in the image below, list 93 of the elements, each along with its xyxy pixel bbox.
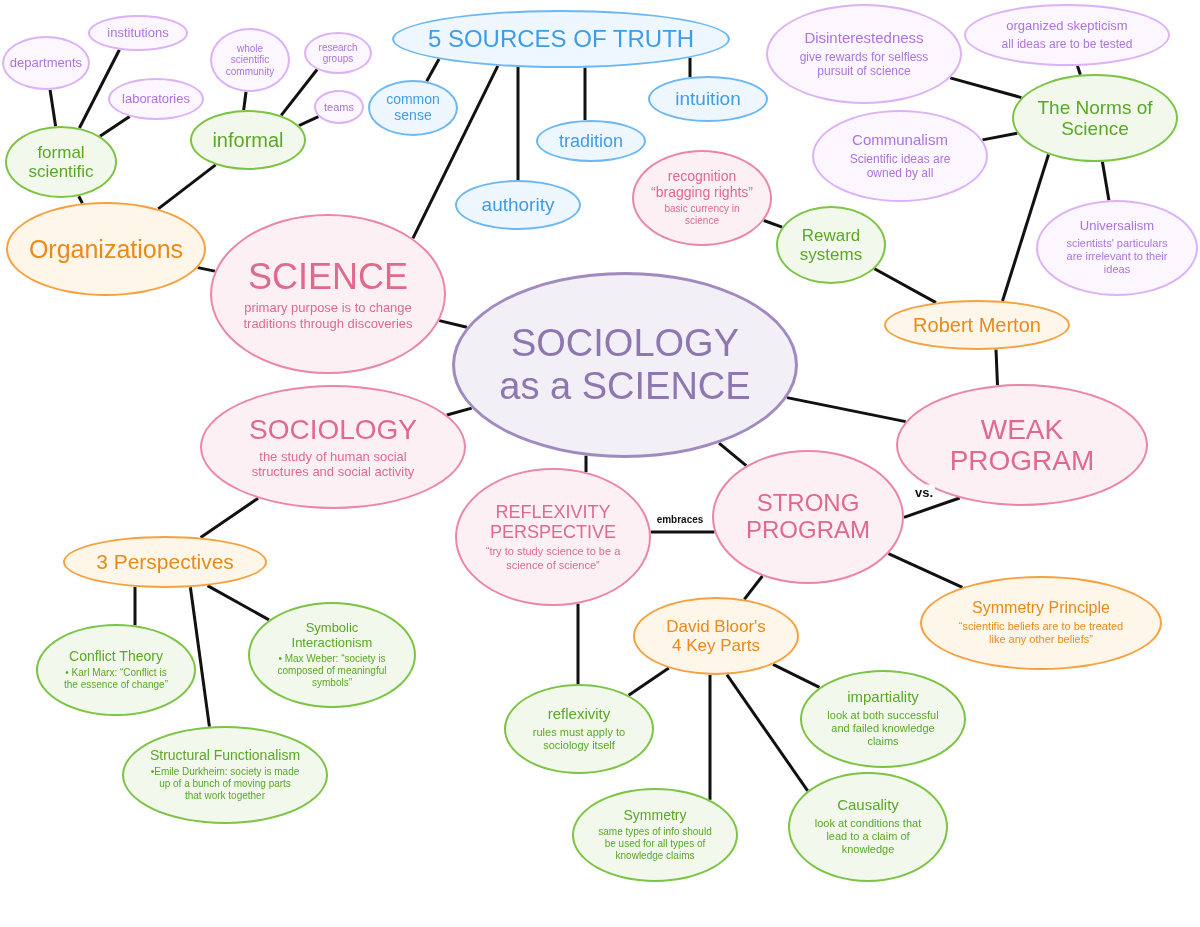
concept-title: The Norms of Science	[1036, 96, 1154, 140]
concept-description: all ideas are to be tested	[1001, 36, 1133, 51]
connector-line	[425, 58, 441, 83]
concept-bubble	[108, 78, 204, 120]
edge-label: embraces	[654, 513, 706, 525]
concept-title: STRONG PROGRAM	[745, 490, 871, 544]
concept-title: whole scientific community	[224, 43, 276, 77]
connector-line	[1001, 154, 1050, 302]
concept-description: give rewards for selfless pursuit of science	[798, 49, 930, 79]
concept-title: tradition	[558, 130, 623, 152]
concept-title: organized skepticism	[1006, 19, 1128, 34]
concept-title: teams	[324, 100, 354, 114]
concept-description: rules must apply to sociology itself	[531, 725, 627, 753]
concept-description: same types of info should be used for all types of knowledge claims	[597, 826, 713, 863]
concept-title: REFLEXIVITY PERSPECTIVE	[488, 502, 617, 543]
connector-line	[688, 57, 692, 78]
connector-line	[887, 552, 964, 589]
concept-title: WEAK PROGRAM	[948, 413, 1096, 477]
connector-line	[576, 603, 580, 684]
concept-title: common sense	[385, 92, 441, 124]
concept-title: Universalism	[1079, 219, 1155, 234]
connector-line	[627, 666, 670, 697]
connector-line	[516, 67, 520, 180]
connector-line	[982, 131, 1018, 142]
connector-line	[763, 219, 783, 229]
connector-line	[188, 587, 211, 727]
concept-description: scientists' particulars are irrelevant to their ideas	[1065, 237, 1169, 277]
concept-title: formal scientific	[27, 142, 95, 182]
concept-title: authority	[481, 194, 555, 216]
concept-title: Reward systems	[798, 225, 864, 265]
concept-description: • Max Weber: “society is composed of meaningful symbols”	[276, 653, 388, 690]
connector-line	[786, 396, 906, 424]
connector-line	[298, 115, 320, 127]
connector-line	[994, 349, 999, 386]
concept-title: informal	[212, 128, 284, 152]
concept-title: 5 SOURCES OF TRUTH	[427, 25, 695, 53]
concept-title: Robert Merton	[913, 313, 1041, 337]
concept-description: •Emile Durkheim: society is made up of a bunch of moving parts that work together	[150, 766, 300, 803]
concept-description: primary purpose is to change traditions through discoveries	[243, 300, 413, 332]
concept-title: Causality	[837, 797, 899, 815]
concept-title: SCIENCE	[248, 256, 408, 298]
concept-description: basic currency in science	[663, 203, 741, 228]
concept-title: Symbolic Interactionism	[290, 620, 374, 651]
connector-line	[242, 91, 248, 111]
connector-line	[446, 406, 473, 417]
concept-description: “scientific beliefs are to be treated like any other beliefs”	[957, 620, 1125, 647]
edge-label: vs.	[912, 484, 936, 500]
concept-description: look at conditions that lead to a claim of knowledge	[813, 817, 923, 857]
connector-line	[133, 586, 137, 626]
connector-line	[199, 496, 259, 539]
connector-line	[772, 662, 821, 689]
connector-line	[77, 195, 84, 204]
connector-line	[280, 68, 319, 117]
concept-description: • Karl Marx: “Conflict is the essence of change”	[63, 667, 169, 692]
concept-title: recognition “bragging rights”	[650, 168, 754, 201]
concept-title: reflexivity	[547, 705, 611, 723]
concept-title: Communalism	[852, 131, 948, 149]
connector-line	[718, 441, 748, 467]
connector-line	[1100, 161, 1111, 201]
concept-title: laboratories	[122, 91, 190, 107]
concept-title: departments	[9, 55, 83, 71]
concept-title: Organizations	[28, 235, 184, 263]
connector-line	[725, 673, 809, 792]
concept-title: impartiality	[847, 689, 919, 707]
concept-title: Conflict Theory	[69, 648, 163, 665]
connector-line	[650, 530, 715, 534]
concept-title: research groups	[317, 41, 359, 65]
concept-title: intuition	[675, 88, 741, 110]
concept-title: institutions	[107, 25, 169, 41]
concept-description: Scientific ideas are owned by all	[848, 151, 952, 181]
concept-title: SOCIOLOGY	[248, 414, 417, 446]
concept-title: David Bloor's 4 Key Parts	[665, 616, 767, 656]
connector-line	[708, 674, 712, 800]
concept-bubble	[190, 110, 306, 170]
connector-line	[949, 76, 1022, 100]
concept-title: Structural Functionalism	[149, 747, 301, 764]
concept-title: Symmetry	[623, 807, 687, 824]
connector-line	[903, 496, 961, 519]
connector-line	[157, 163, 217, 211]
concept-title: Symmetry Principle	[972, 599, 1110, 618]
concept-bubble	[314, 90, 364, 124]
concept-description: the study of human social structures and social activity	[250, 448, 416, 480]
connector-line	[411, 65, 500, 240]
concept-description: look at both successful and failed knowledge claims	[826, 709, 940, 749]
central-topic-title: SOCIOLOGY as a SCIENCE	[498, 322, 752, 408]
connector-line	[78, 49, 121, 129]
connector-line	[583, 67, 587, 121]
concept-title: Disinterestedness	[804, 29, 924, 47]
concept-description: “try to study science to be a science of science”	[484, 545, 622, 572]
connector-line	[48, 89, 58, 127]
concept-title: 3 Perspectives	[96, 550, 234, 574]
connector-line	[1075, 65, 1082, 76]
concept-bubble	[2, 36, 90, 90]
